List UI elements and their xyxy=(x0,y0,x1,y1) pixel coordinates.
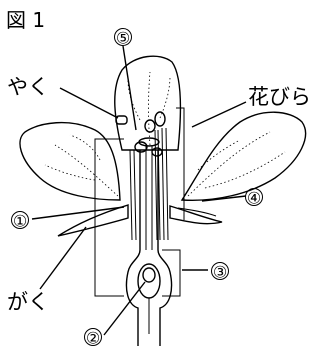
label-sepal: がく xyxy=(7,290,49,314)
leader-1 xyxy=(32,207,124,219)
marker-5: ⑤ xyxy=(115,29,132,48)
svg-text:④: ④ xyxy=(247,189,261,208)
anther-right-2 xyxy=(145,120,155,132)
svg-text:③: ③ xyxy=(213,263,227,282)
marker-3: ③ xyxy=(212,263,229,282)
stem xyxy=(138,334,160,346)
sepal-left xyxy=(58,205,128,236)
marker-2: ② xyxy=(85,329,102,348)
figure-title: 図 1 xyxy=(6,8,45,32)
label-petal: 花びら xyxy=(248,85,311,109)
leader-5 xyxy=(123,46,136,130)
petal-left xyxy=(20,123,120,200)
label-anther: やく xyxy=(7,75,49,99)
petal-top xyxy=(115,56,181,150)
ovary xyxy=(138,264,160,334)
stamens xyxy=(116,112,168,240)
leader-2 xyxy=(104,282,145,335)
marker-1: ① xyxy=(12,212,29,231)
leader-anther xyxy=(60,88,118,118)
bracket-large xyxy=(95,139,124,296)
anther-right xyxy=(155,112,165,126)
svg-text:⑤: ⑤ xyxy=(116,29,130,48)
svg-text:②: ② xyxy=(86,329,100,348)
leader-sepal xyxy=(40,227,86,289)
petal-right xyxy=(182,112,306,200)
sepal-right xyxy=(170,206,222,224)
marker-4: ④ xyxy=(246,189,263,208)
svg-text:①: ① xyxy=(13,212,27,231)
